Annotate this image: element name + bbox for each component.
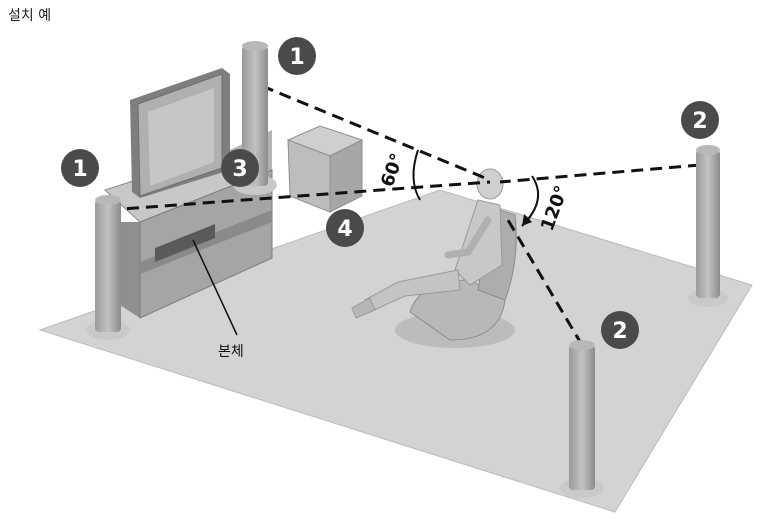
rear-angle-arrowhead bbox=[522, 214, 532, 226]
svg-text:3: 3 bbox=[232, 157, 247, 182]
line-rear-right bbox=[499, 163, 701, 184]
main-unit-leader bbox=[192, 239, 238, 336]
main-unit-label: 본체 bbox=[218, 344, 244, 360]
svg-text:1: 1 bbox=[72, 157, 87, 182]
svg-text:2: 2 bbox=[612, 319, 627, 344]
figure-caption: 설치 예 bbox=[8, 8, 52, 24]
rear-left-speaker bbox=[560, 340, 604, 498]
rear-right-speaker bbox=[688, 145, 728, 307]
line-front-right bbox=[107, 180, 491, 212]
svg-text:1: 1 bbox=[289, 45, 304, 70]
badge-front-left: 1 bbox=[61, 149, 99, 187]
subwoofer bbox=[286, 125, 364, 213]
badge-front-right: 1 bbox=[278, 37, 316, 75]
front-left-speaker bbox=[86, 195, 130, 340]
line-rear-left bbox=[503, 214, 584, 346]
badge-rear-left: 2 bbox=[601, 311, 639, 349]
front-angle-arc bbox=[412, 149, 421, 201]
television bbox=[130, 68, 230, 198]
badge-rear-right: 2 bbox=[681, 101, 719, 139]
svg-text:4: 4 bbox=[337, 217, 352, 242]
badge-subwoofer: 4 bbox=[326, 209, 364, 247]
rear-angle-label: 120° bbox=[537, 183, 573, 234]
main-unit-box bbox=[155, 224, 215, 262]
listening-lines bbox=[107, 84, 701, 346]
front-angle-label: 60° bbox=[377, 151, 408, 190]
svg-text:2: 2 bbox=[692, 109, 707, 134]
line-front-left bbox=[261, 84, 491, 182]
badge-center: 3 bbox=[221, 149, 259, 187]
